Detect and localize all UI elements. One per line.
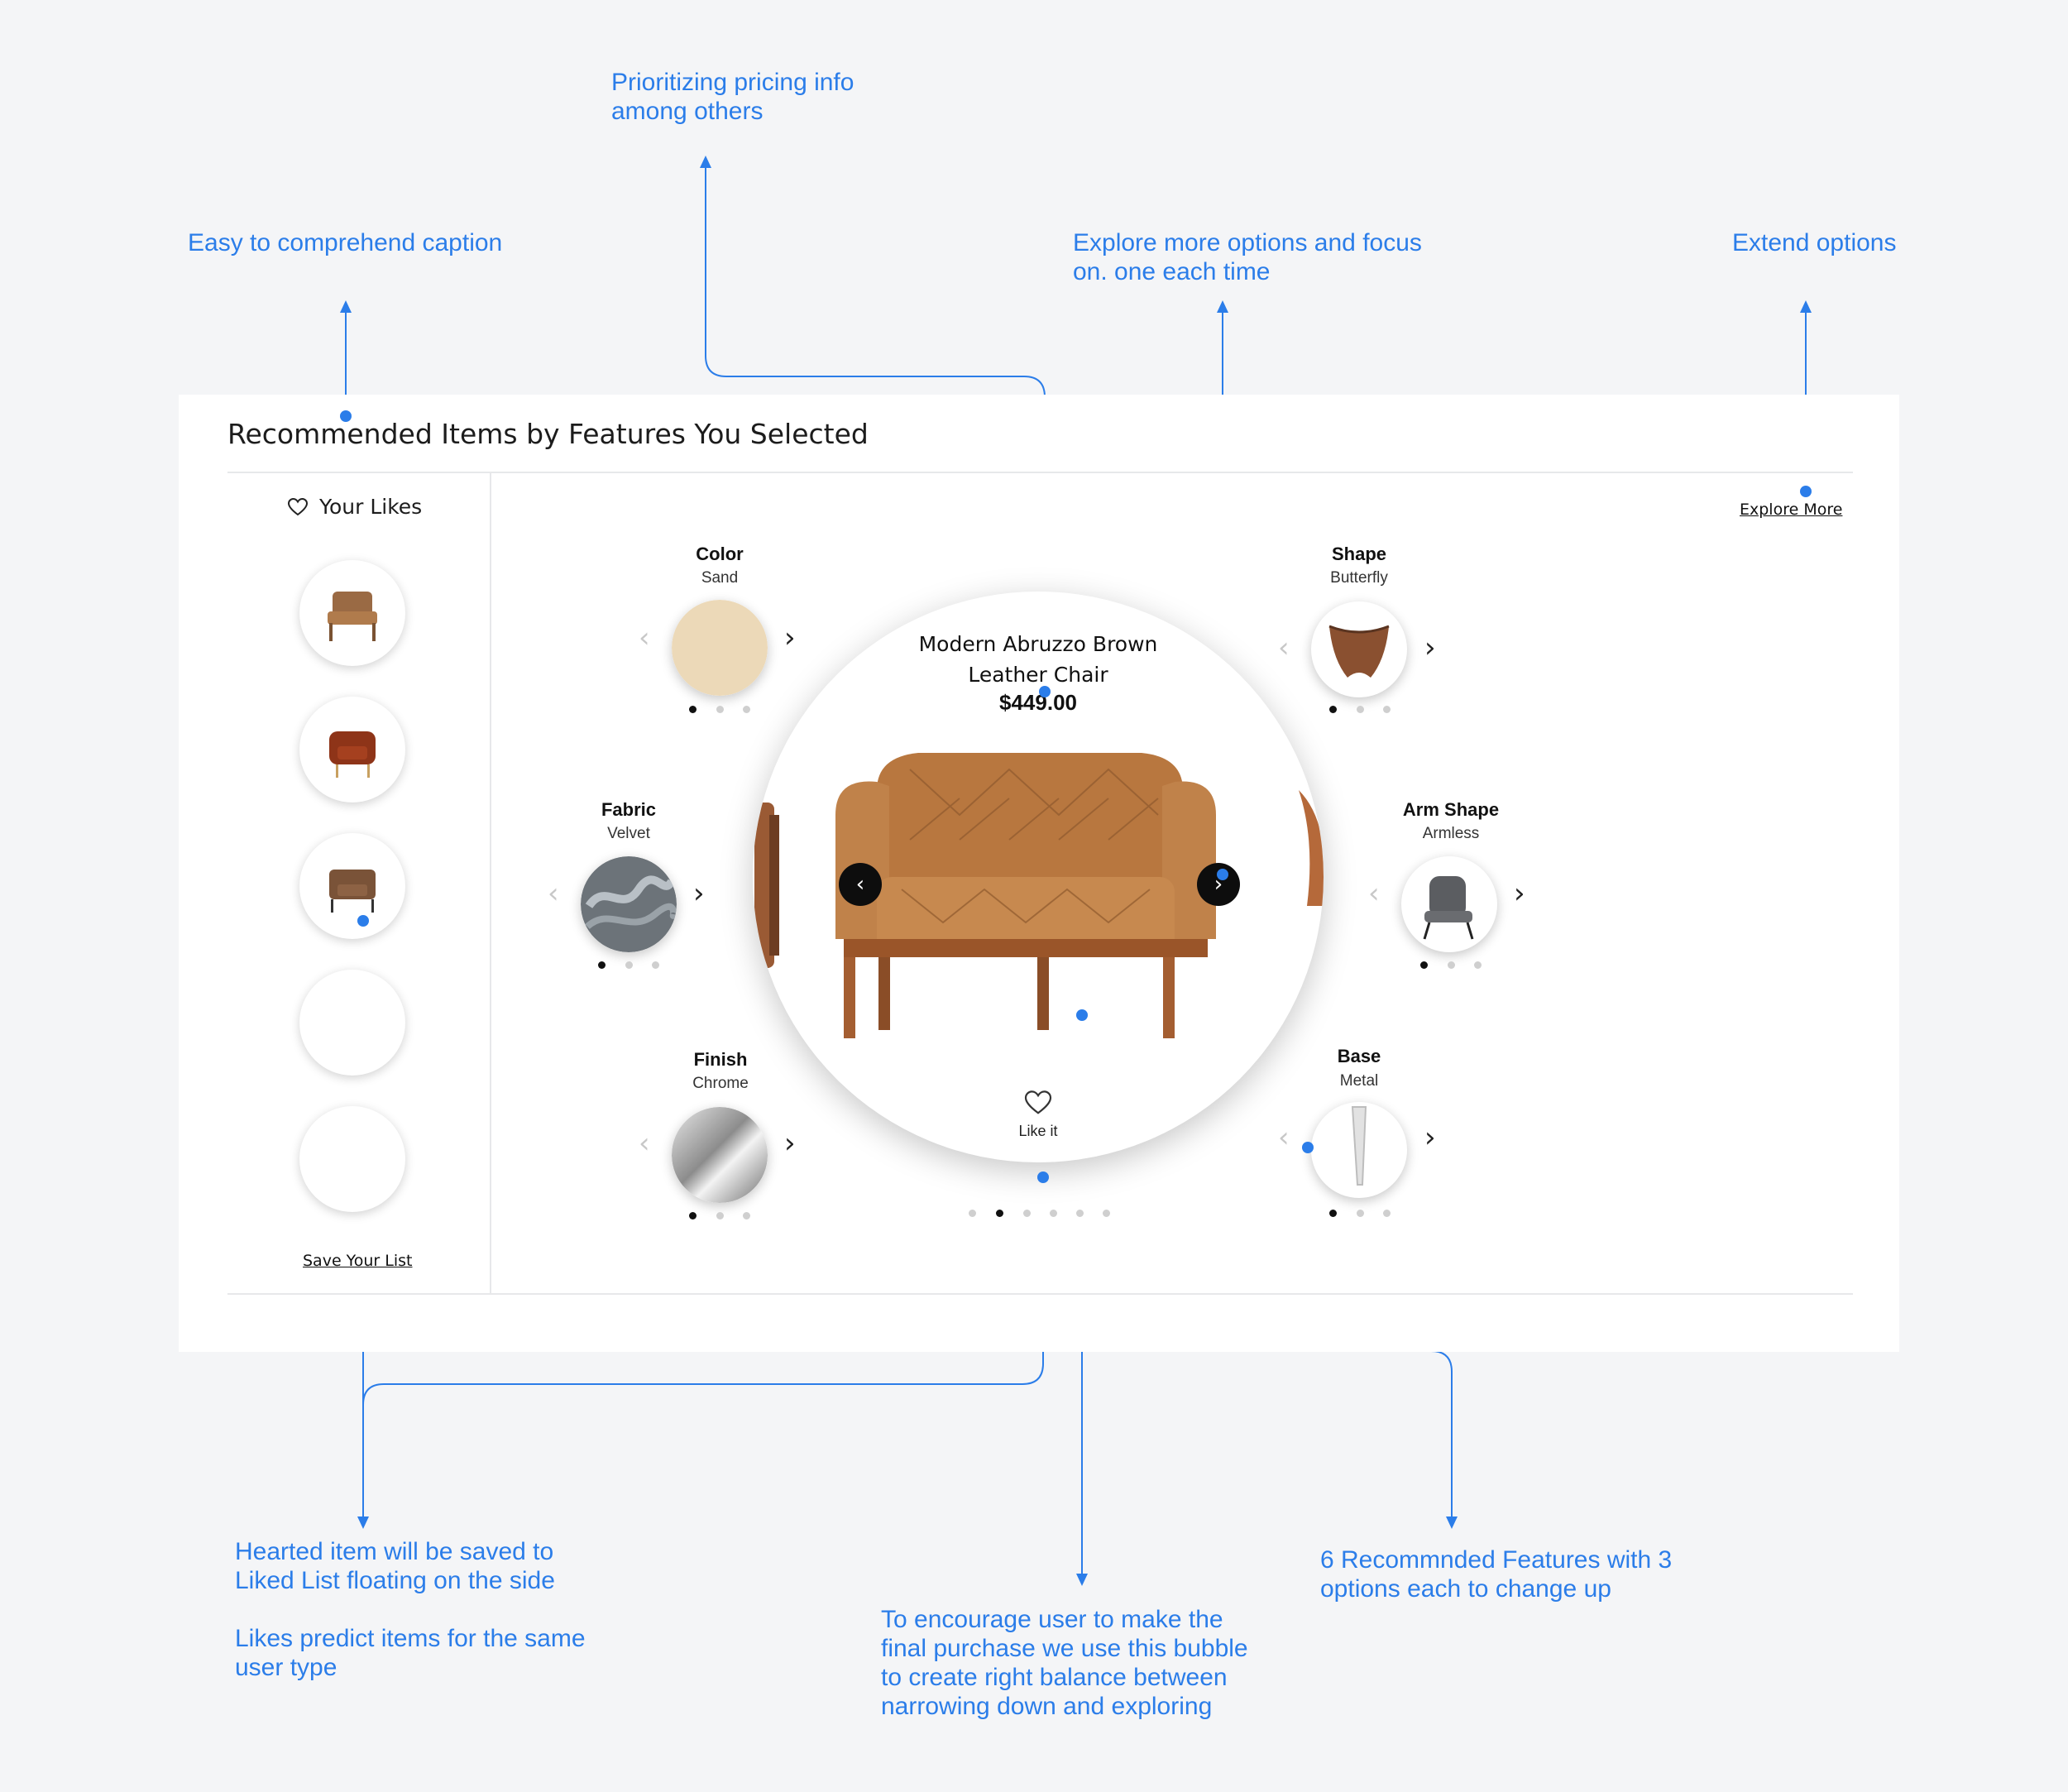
fabric-dot-2[interactable] (625, 961, 633, 969)
footer-divider (227, 1293, 1853, 1295)
color-dot-2[interactable] (716, 706, 724, 713)
armless-chair-image (1423, 876, 1474, 940)
color-next-icon[interactable]: › (784, 621, 796, 654)
fabric-dot-3[interactable] (652, 961, 659, 969)
liked-item-3[interactable] (299, 833, 405, 939)
feature-finish-value: Chrome (692, 1075, 749, 1092)
feature-arm-value: Armless (1422, 825, 1480, 842)
product-prev-button[interactable]: ‹ (839, 863, 882, 906)
product-dot-4[interactable] (1050, 1210, 1057, 1217)
finish-prev-icon[interactable]: ‹ (639, 1127, 650, 1160)
feature-base-value: Metal (1339, 1072, 1379, 1090)
base-next-icon[interactable]: › (1424, 1121, 1436, 1154)
like-it-button[interactable]: Like it (1005, 1090, 1071, 1140)
chevron-right-icon: › (1214, 872, 1223, 897)
your-likes-label: Your Likes (319, 495, 423, 519)
annotation-features: 6 Recommnded Features with 3 options eac… (1320, 1546, 1673, 1603)
velvet-armchair-thumb (329, 731, 376, 778)
liked-item-empty-1[interactable] (299, 970, 405, 1076)
product-dot-6[interactable] (1103, 1210, 1110, 1217)
brown-armchair-thumb (329, 870, 376, 913)
chrome-swatch-image (672, 1107, 768, 1203)
liked-item-1[interactable] (299, 560, 405, 666)
product-dot-2[interactable] (996, 1210, 1003, 1217)
feature-base-title: Base (1337, 1046, 1381, 1066)
header-divider (227, 472, 1853, 473)
arm-swatch[interactable] (1401, 856, 1497, 952)
fabric-prev-icon[interactable]: ‹ (548, 877, 559, 910)
liked-item-2[interactable] (299, 697, 405, 803)
arm-dot-1[interactable] (1420, 961, 1428, 969)
product-dot-5[interactable] (1076, 1210, 1084, 1217)
annotation-caption: Easy to comprehend caption (188, 229, 503, 256)
color-swatch[interactable] (672, 600, 768, 696)
feature-shape-title: Shape (1331, 544, 1387, 564)
base-dot-1[interactable] (1329, 1210, 1337, 1217)
velvet-swatch-image (581, 856, 677, 952)
product-price: $449.00 (999, 690, 1077, 715)
feature-arm-title: Arm Shape (1402, 799, 1500, 820)
feature-finish-title: Finish (693, 1049, 748, 1070)
base-prev-icon[interactable]: ‹ (1278, 1121, 1290, 1154)
annotation-pricing: Prioritizing pricing info among others (611, 69, 854, 125)
product-dot-3[interactable] (1023, 1210, 1031, 1217)
fabric-swatch[interactable] (581, 856, 677, 952)
arm-dot-2[interactable] (1448, 961, 1455, 969)
product-next-button[interactable]: › (1197, 863, 1240, 906)
shape-dot-1[interactable] (1329, 706, 1337, 713)
your-likes-header: Your Likes (288, 495, 422, 519)
feature-fabric-title: Fabric (601, 799, 657, 820)
fabric-dot-1[interactable] (598, 961, 606, 969)
annotation-extend: Extend options (1732, 229, 1897, 256)
feature-shape-value: Butterfly (1330, 569, 1388, 587)
finish-next-icon[interactable]: › (784, 1127, 796, 1160)
shape-dot-3[interactable] (1383, 706, 1391, 713)
color-dot-1[interactable] (689, 706, 697, 713)
heart-outline-icon (1024, 1090, 1052, 1114)
like-it-label: Like it (1018, 1123, 1058, 1139)
heart-icon (288, 497, 308, 515)
leather-armchair-thumb (328, 592, 377, 641)
color-dot-3[interactable] (743, 706, 750, 713)
arm-next-icon[interactable]: › (1514, 877, 1525, 910)
product-name: Modern Abruzzo Brown Leather Chair (918, 632, 1158, 687)
base-swatch[interactable] (1311, 1102, 1407, 1198)
shape-dot-2[interactable] (1357, 706, 1364, 713)
annotation-liked-list: Hearted item will be saved to Liked List… (235, 1538, 586, 1681)
metal-leg-image (1351, 1106, 1367, 1186)
product-dot-1[interactable] (969, 1210, 976, 1217)
page-title: Recommended Items by Features You Select… (227, 418, 869, 450)
fabric-next-icon[interactable]: › (693, 877, 705, 910)
shape-next-icon[interactable]: › (1424, 631, 1436, 664)
base-dot-3[interactable] (1383, 1210, 1391, 1217)
sidebar-divider (490, 473, 491, 1293)
color-prev-icon[interactable]: ‹ (639, 621, 650, 654)
arm-prev-icon[interactable]: ‹ (1368, 877, 1380, 910)
explore-more-link[interactable]: Explore More (1740, 501, 1843, 519)
save-list-link[interactable]: Save Your List (303, 1252, 413, 1270)
finish-dot-3[interactable] (743, 1212, 750, 1219)
annotation-explore: Explore more options and focus on. one e… (1073, 229, 1422, 285)
butterfly-chair-image (1328, 625, 1390, 678)
feature-color-value: Sand (701, 569, 739, 587)
feature-fabric-value: Velvet (607, 825, 650, 842)
finish-dot-1[interactable] (689, 1212, 697, 1219)
shape-swatch[interactable] (1311, 601, 1407, 697)
shape-prev-icon[interactable]: ‹ (1278, 631, 1290, 664)
feature-color-title: Color (696, 544, 744, 564)
base-dot-2[interactable] (1357, 1210, 1364, 1217)
sand-swatch-image (672, 600, 768, 696)
liked-item-empty-2[interactable] (299, 1106, 405, 1212)
annotation-bubble: To encourage user to make the final purc… (881, 1606, 1248, 1720)
chevron-left-icon: ‹ (855, 872, 865, 897)
arm-dot-3[interactable] (1474, 961, 1482, 969)
finish-dot-2[interactable] (716, 1212, 724, 1219)
finish-swatch[interactable] (672, 1107, 768, 1203)
